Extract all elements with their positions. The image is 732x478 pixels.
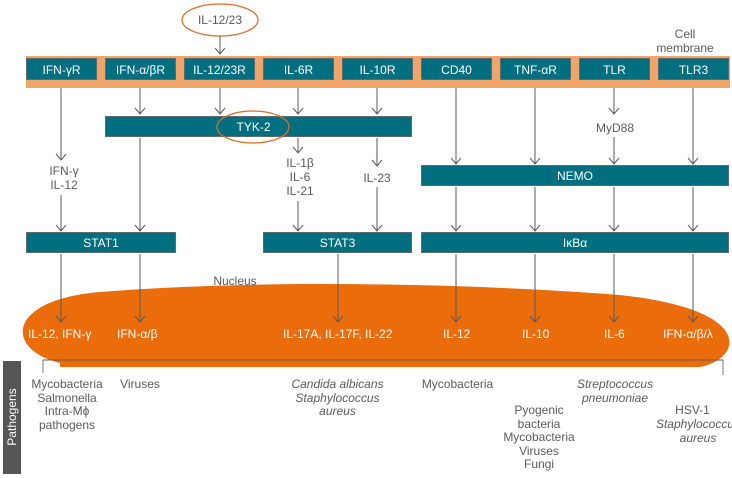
tyk2-box[interactable]: TYK-2	[105, 116, 412, 137]
nucleus-output-il-6: IL-6	[604, 327, 625, 341]
stat3-box[interactable]: STAT3	[263, 232, 412, 253]
receptor-cd40[interactable]: CD40	[421, 58, 492, 80]
nucleus-output-il-12-ifn-gamma: IL-12, IFN-γ	[28, 327, 92, 341]
stat1-box[interactable]: STAT1	[26, 232, 176, 253]
receptor-il-6r[interactable]: IL-6R	[263, 58, 334, 80]
pathogen-list-stat3: Candida albicans Staphylococcus aureus	[291, 377, 384, 418]
il-1b-il-6-il-21-label: IL-1β IL-6 IL-21	[286, 156, 314, 198]
il-23-label: IL-23	[363, 171, 391, 185]
receptor-ifn-alpha-beta-r[interactable]: IFN-α/βR	[105, 58, 176, 80]
receptor-tnf-alpha-r[interactable]: TNF-αR	[500, 58, 571, 80]
ifn-gamma-il-12-label: IFN-γ IL-12	[49, 164, 79, 192]
nucleus-shape	[22, 284, 730, 367]
pathogen-list-hsv1: HSV-1	[675, 403, 710, 417]
nucleus-output-il-17a-il-17f-il-22: IL-17A, IL-17F, IL-22	[283, 327, 393, 341]
nucleus-output-il-10: IL-10	[522, 327, 550, 341]
pathogen-list-staph: Staphylococcus aureus	[655, 417, 732, 445]
nucleus-label: Nucleus	[213, 274, 257, 288]
receptor-il-12-23r[interactable]: IL-12/23R	[184, 58, 255, 80]
ligand-il-12-23: IL-12/23	[197, 13, 243, 27]
receptor-tlr3[interactable]: TLR3	[658, 58, 729, 80]
myd88-label: MyD88	[595, 121, 634, 135]
pathogen-list-ifn-ab: Viruses	[120, 377, 160, 391]
pathogen-list-stat1-ifng: Mycobacteria Salmonella Intra-Mϕ pathoge…	[31, 377, 103, 432]
nucleus-output-il-12: IL-12	[443, 327, 471, 341]
nucleus-output-ifn-alpha-beta: IFN-α/β	[117, 327, 158, 341]
receptor-il-10r[interactable]: IL-10R	[342, 58, 413, 80]
pathogen-list-il-6: Streptococcus pneumoniae	[576, 377, 654, 405]
receptor-ifn-gamma-r[interactable]: IFN-γR	[26, 58, 97, 80]
ikba-box[interactable]: IκBα	[421, 232, 729, 253]
pathogen-list-il-12: Mycobacteria	[421, 377, 494, 391]
nucleus-output-ifn-alpha-beta-lambda: IFN-α/β/λ	[663, 327, 713, 341]
nemo-box[interactable]: NEMO	[421, 165, 729, 186]
receptor-tlr[interactable]: TLR	[579, 58, 650, 80]
pathogens-bar	[3, 361, 21, 474]
pathogen-list-il-10: Pyogenic bacteria Mycobacteria Viruses F…	[503, 403, 575, 471]
cell-membrane-label: Cell membrane	[656, 27, 714, 55]
pathogens-label: Pathogens	[5, 388, 19, 446]
